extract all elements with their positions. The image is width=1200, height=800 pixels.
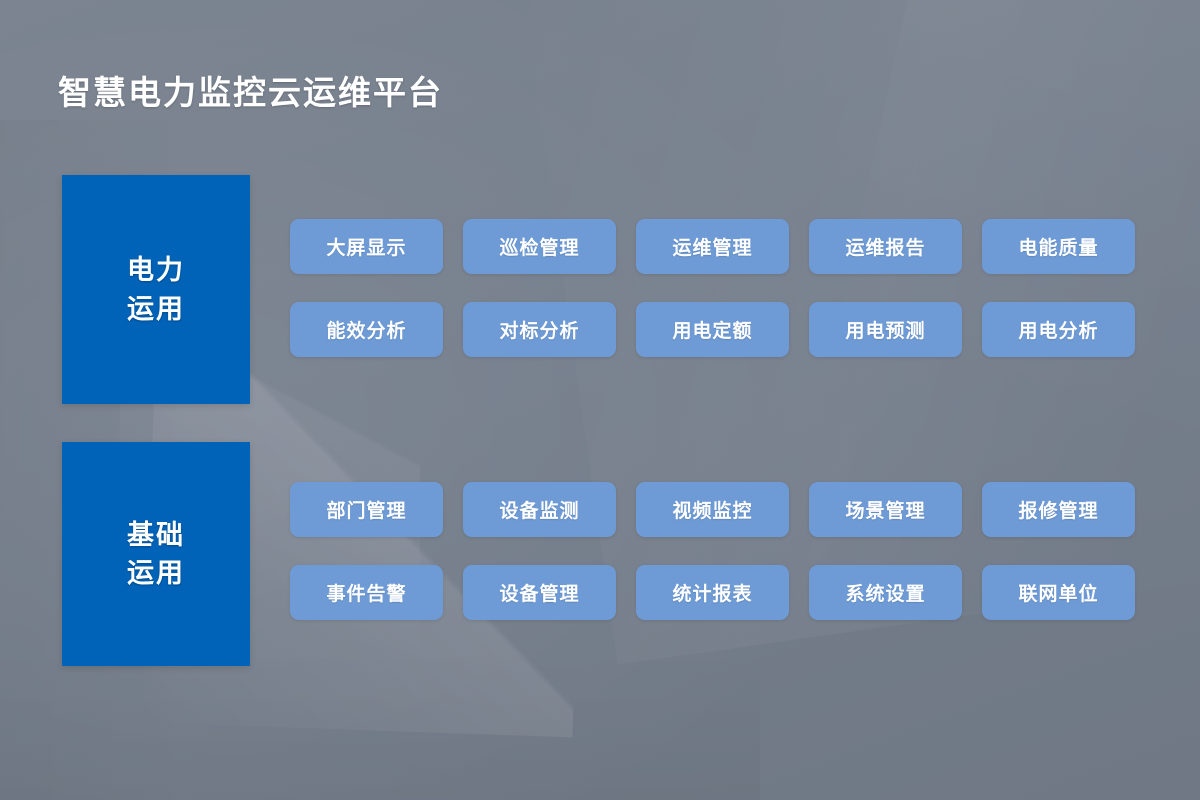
module-button-video-surveillance[interactable]: 视频监控	[636, 482, 789, 537]
module-button-device-management[interactable]: 设备管理	[463, 565, 616, 620]
module-button-ops-management[interactable]: 运维管理	[636, 219, 789, 274]
module-row: 部门管理 设备监测 视频监控 场景管理 报修管理	[290, 482, 1135, 537]
module-button-system-settings[interactable]: 系统设置	[809, 565, 962, 620]
module-button-repair-request-management[interactable]: 报修管理	[982, 482, 1135, 537]
module-button-power-quota[interactable]: 用电定额	[636, 302, 789, 357]
category-block-power-application[interactable]: 电力 运用	[62, 175, 250, 404]
module-button-big-screen-display[interactable]: 大屏显示	[290, 219, 443, 274]
category-block-basic-application[interactable]: 基础 运用	[62, 442, 250, 666]
module-grid-power-application: 大屏显示 巡检管理 运维管理 运维报告 电能质量 能效分析 对标分析 用电定额 …	[290, 219, 1135, 357]
module-button-benchmark-analysis[interactable]: 对标分析	[463, 302, 616, 357]
module-button-device-monitoring[interactable]: 设备监测	[463, 482, 616, 537]
module-row: 能效分析 对标分析 用电定额 用电预测 用电分析	[290, 302, 1135, 357]
module-button-ops-report[interactable]: 运维报告	[809, 219, 962, 274]
module-button-event-alarm[interactable]: 事件告警	[290, 565, 443, 620]
module-button-power-forecast[interactable]: 用电预测	[809, 302, 962, 357]
module-button-scene-management[interactable]: 场景管理	[809, 482, 962, 537]
module-button-energy-efficiency-analysis[interactable]: 能效分析	[290, 302, 443, 357]
category-block-label: 基础 运用	[127, 519, 185, 588]
module-grid-basic-application: 部门管理 设备监测 视频监控 场景管理 报修管理 事件告警 设备管理 统计报表 …	[290, 482, 1135, 620]
category-block-label: 电力 运用	[127, 255, 185, 324]
module-button-department-management[interactable]: 部门管理	[290, 482, 443, 537]
page-title: 智慧电力监控云运维平台	[58, 74, 443, 111]
module-button-power-analysis[interactable]: 用电分析	[982, 302, 1135, 357]
module-button-statistical-report[interactable]: 统计报表	[636, 565, 789, 620]
module-row: 大屏显示 巡检管理 运维管理 运维报告 电能质量	[290, 219, 1135, 274]
module-button-power-quality[interactable]: 电能质量	[982, 219, 1135, 274]
module-row: 事件告警 设备管理 统计报表 系统设置 联网单位	[290, 565, 1135, 620]
background-wedge-right	[732, 0, 1200, 800]
module-button-inspection-management[interactable]: 巡检管理	[463, 219, 616, 274]
module-button-networked-units[interactable]: 联网单位	[982, 565, 1135, 620]
